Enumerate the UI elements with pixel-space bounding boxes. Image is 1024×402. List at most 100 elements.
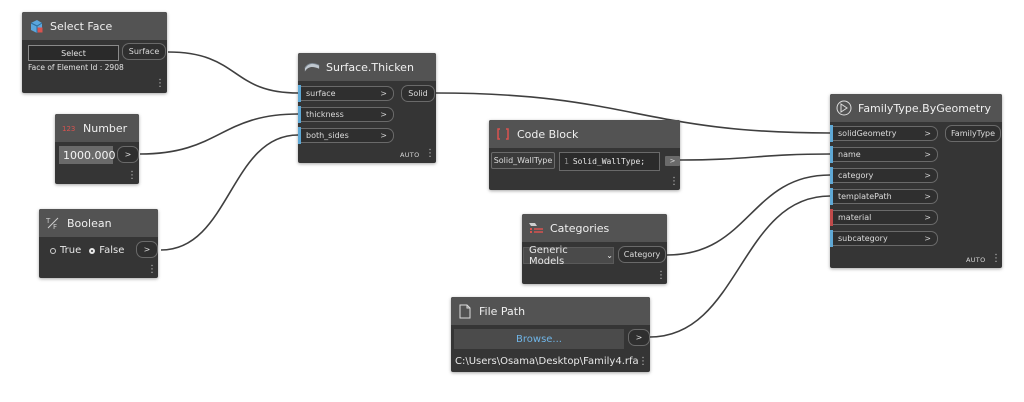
file-path-header[interactable]: File Path	[451, 297, 650, 325]
categories-menu-icon[interactable]: ⋮	[656, 270, 666, 281]
file-path-menu-icon[interactable]: ⋮	[638, 356, 648, 367]
file-path-node[interactable]: File Path Browse... > C:\Users\Osama\Des…	[451, 297, 650, 372]
solid-geometry-input-indicator	[830, 125, 833, 142]
chevron-right-icon: >	[924, 129, 931, 138]
family-type-menu-icon[interactable]: ⋮	[991, 253, 1001, 264]
file-path-output-port[interactable]: >	[628, 329, 650, 346]
code-text: Solid_WallType;	[572, 157, 646, 166]
false-radio-selected-icon	[89, 247, 96, 254]
template-path-input-label: templatePath	[838, 192, 892, 201]
code-block-header[interactable]: Code Block	[489, 120, 680, 148]
true-radio[interactable]: True	[50, 245, 81, 256]
surface-thicken-menu-icon[interactable]: ⋮	[425, 148, 435, 159]
material-input-indicator	[830, 209, 833, 226]
family-type-title: FamilyType.ByGeometry	[858, 101, 992, 115]
chevron-right-icon: >	[924, 234, 931, 243]
false-radio-label: False	[99, 245, 125, 256]
number-value-input[interactable]: 1000.000	[59, 146, 116, 164]
wire-thickness	[139, 113, 299, 155]
chevron-right-icon: >	[924, 213, 931, 222]
wire-category	[666, 174, 831, 256]
family-type-output-port[interactable]: FamilyType	[945, 125, 1001, 142]
number-header[interactable]: 123 Number	[55, 114, 139, 142]
code-block-menu-icon[interactable]: ⋮	[669, 176, 679, 187]
browse-button[interactable]: Browse...	[454, 329, 624, 349]
template-path-input-port[interactable]: templatePath >	[833, 189, 938, 204]
boolean-header[interactable]: T F Boolean	[39, 209, 158, 237]
category-input-label: category	[838, 171, 874, 180]
categories-node[interactable]: Categories Generic Models ⌄ Category ⋮	[522, 214, 667, 284]
code-editor-input[interactable]: 1 Solid_WallType;	[559, 152, 660, 171]
code-block-node[interactable]: Code Block Solid_WallType 1 Solid_WallTy…	[489, 120, 680, 190]
category-dropdown[interactable]: Generic Models ⌄	[523, 245, 614, 267]
surface-input-label: surface	[306, 89, 336, 98]
chevron-right-icon: >	[380, 89, 387, 98]
number-menu-icon[interactable]: ⋮	[127, 170, 137, 181]
select-button[interactable]: Select	[28, 45, 119, 61]
wire-surface	[167, 51, 299, 94]
lacing-label[interactable]: AUTO	[400, 151, 420, 159]
surface-input-port[interactable]: surface >	[301, 86, 394, 101]
surface-thicken-header[interactable]: Surface.Thicken	[298, 53, 436, 81]
solid-geometry-input-port[interactable]: solidGeometry >	[833, 126, 938, 141]
both-sides-input-port[interactable]: both_sides >	[301, 128, 394, 143]
select-face-menu-icon[interactable]: ⋮	[155, 78, 165, 89]
code-block-title: Code Block	[517, 127, 579, 141]
chevron-right-icon: >	[924, 171, 931, 180]
name-input-label: name	[838, 150, 861, 159]
select-face-icon	[28, 18, 44, 34]
boolean-icon: T F	[45, 215, 61, 231]
code-variable-output-label[interactable]: Solid_WallType	[491, 152, 555, 169]
selected-element-info: Face of Element Id : 2908	[28, 63, 124, 72]
name-input-indicator	[830, 146, 833, 163]
categories-header[interactable]: Categories	[522, 214, 667, 242]
number-node[interactable]: 123 Number 1000.000 > ⋮	[55, 114, 139, 184]
chevron-right-icon: >	[924, 192, 931, 201]
categories-icon	[528, 220, 544, 236]
chevron-down-icon: ⌄	[606, 251, 613, 260]
lacing-label[interactable]: AUTO	[966, 256, 986, 264]
surface-thicken-node[interactable]: Surface.Thicken surface > thickness > bo…	[298, 53, 436, 163]
template-path-input-indicator	[830, 188, 833, 205]
thickness-input-indicator	[298, 106, 301, 123]
material-input-port[interactable]: material >	[833, 210, 938, 225]
subcategory-input-indicator	[830, 230, 833, 247]
chevron-right-icon: >	[924, 150, 931, 159]
code-block-icon	[495, 126, 511, 142]
boolean-output-port[interactable]: >	[136, 241, 158, 258]
select-face-header[interactable]: Select Face	[22, 12, 167, 40]
solid-geometry-input-label: solidGeometry	[838, 129, 897, 138]
surface-thicken-icon	[304, 59, 320, 75]
solid-output-port[interactable]: Solid	[401, 85, 435, 102]
code-line-number: 1	[564, 157, 569, 166]
family-type-by-geometry-node[interactable]: FamilyType.ByGeometry solidGeometry > na…	[830, 94, 1002, 268]
categories-title: Categories	[550, 221, 610, 235]
select-face-node[interactable]: Select Face Select Face of Element Id : …	[22, 12, 167, 93]
category-output-port[interactable]: Category	[618, 246, 666, 263]
family-type-icon	[836, 100, 852, 116]
thickness-input-label: thickness	[306, 110, 344, 119]
svg-text:F: F	[53, 223, 57, 230]
code-block-output-port[interactable]: >	[665, 156, 680, 166]
file-path-value: C:\Users\Osama\Desktop\Family4.rfa	[455, 356, 639, 367]
number-icon: 123	[61, 120, 77, 136]
category-input-indicator	[830, 167, 833, 184]
boolean-menu-icon[interactable]: ⋮	[147, 264, 157, 275]
category-input-port[interactable]: category >	[833, 168, 938, 183]
number-output-port[interactable]: >	[117, 146, 139, 163]
thickness-input-port[interactable]: thickness >	[301, 107, 394, 122]
family-type-header[interactable]: FamilyType.ByGeometry	[830, 94, 1002, 122]
name-input-port[interactable]: name >	[833, 147, 938, 162]
surface-output-port[interactable]: Surface	[122, 43, 166, 60]
wire-both-sides	[160, 134, 299, 251]
true-radio-circle-icon	[50, 247, 56, 254]
subcategory-input-port[interactable]: subcategory >	[833, 231, 938, 246]
chevron-right-icon: >	[380, 131, 387, 140]
false-radio[interactable]: False	[89, 245, 124, 256]
surface-input-indicator	[298, 85, 301, 102]
wire-template-path	[649, 195, 831, 338]
file-icon	[457, 303, 473, 319]
boolean-node[interactable]: T F Boolean True False > ⋮	[39, 209, 158, 278]
wire-name	[679, 153, 831, 161]
chevron-right-icon: >	[380, 110, 387, 119]
